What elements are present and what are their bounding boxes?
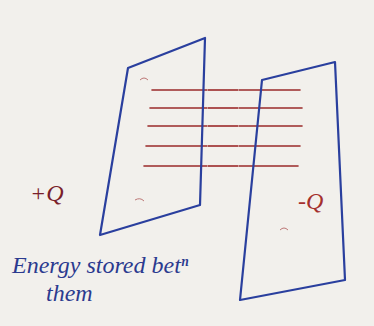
- field-line-part: [146, 145, 207, 147]
- sketch-mark: [280, 228, 288, 230]
- field-line: [208, 125, 238, 127]
- capacitor-plate: +Q: [100, 38, 208, 238]
- field-line: [208, 107, 238, 109]
- plate-shape: [100, 38, 205, 235]
- plate-shape: [240, 62, 345, 300]
- field-line-part: [150, 107, 207, 109]
- sketch-mark: [135, 199, 144, 201]
- charge-label: -Q: [298, 188, 323, 214]
- sketch-mark: [140, 78, 148, 80]
- field-line-part: [239, 107, 302, 109]
- field-line-part: [144, 165, 207, 167]
- field-line-part: [239, 145, 300, 147]
- field-line: [208, 165, 238, 167]
- charge-label: +Q: [30, 180, 64, 206]
- field-line: [208, 89, 238, 91]
- field-line-part: [239, 165, 298, 167]
- field-line-part: [152, 89, 207, 91]
- plate-outline: [100, 38, 208, 238]
- note-text: Energy stored betⁿ them: [12, 252, 206, 307]
- capacitor-plate: -Q: [238, 60, 348, 305]
- field-line-part: [239, 125, 302, 127]
- field-line-part: [239, 89, 300, 91]
- field-line: [208, 145, 238, 147]
- field-line-part: [148, 125, 207, 127]
- plate-outline: [238, 60, 348, 305]
